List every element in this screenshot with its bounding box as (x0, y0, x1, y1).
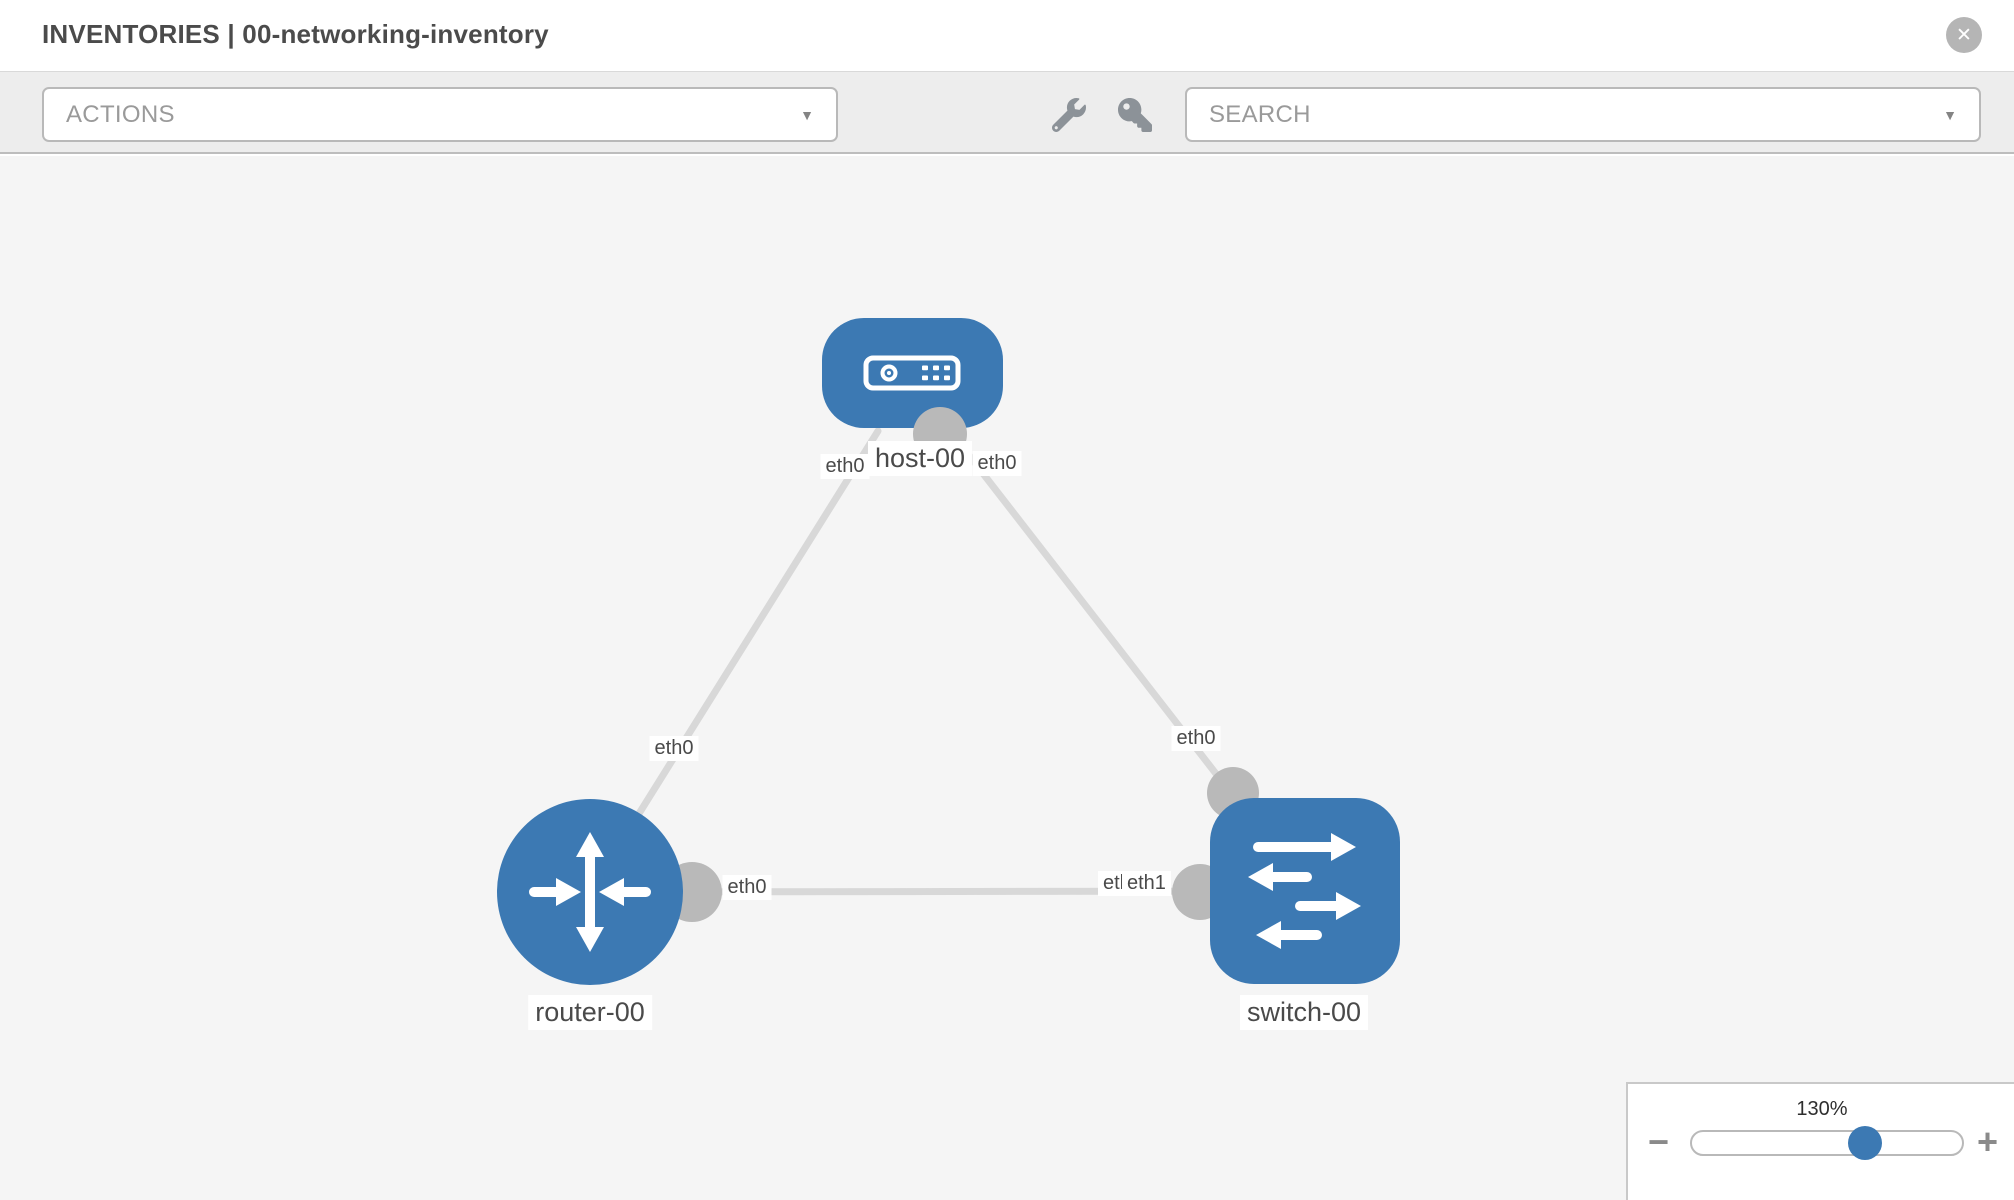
search-dropdown-label: SEARCH (1209, 100, 1311, 128)
chevron-down-icon: ▼ (1943, 106, 1957, 123)
topology-svg (497, 318, 1400, 985)
actions-dropdown[interactable]: ACTIONS ▼ (42, 87, 838, 142)
router-icon (529, 832, 651, 952)
zoom-panel: 130% − + (1626, 1082, 2014, 1200)
plus-icon: + (1977, 1121, 1999, 1162)
zoom-slider[interactable] (1690, 1126, 1964, 1160)
node-host[interactable] (822, 318, 1003, 428)
node-label: host-00 (867, 441, 973, 476)
close-icon: ✕ (1956, 24, 1972, 46)
zoom-out-button[interactable]: − (1648, 1124, 1669, 1160)
search-dropdown[interactable]: SEARCH ▼ (1185, 87, 1981, 142)
interface-label: eth0 (649, 736, 699, 761)
key-icon[interactable] (1118, 98, 1152, 132)
interface-label: eth0 (972, 451, 1022, 476)
minus-icon: − (1648, 1121, 1670, 1162)
node-switch[interactable] (1210, 798, 1400, 984)
page-title: INVENTORIES | 00-networking-inventory (42, 19, 549, 49)
actions-dropdown-label: ACTIONS (66, 100, 175, 128)
node-label: switch-00 (1239, 995, 1369, 1030)
node-label: router-00 (528, 995, 652, 1030)
interface-label: eth0 (1171, 726, 1221, 751)
interface-label: eth1 (1122, 871, 1171, 896)
chevron-down-icon: ▼ (800, 106, 814, 123)
zoom-level: 130% (1796, 1098, 1848, 1120)
host-icon (863, 355, 961, 391)
toolbar: ACTIONS ▼ SEARCH ▼ (0, 71, 2014, 154)
zoom-slider-handle[interactable] (1847, 1126, 1882, 1160)
switch-icon (1248, 833, 1361, 949)
interface-label: eth0 (722, 875, 772, 900)
interface-label: eth0 (820, 454, 870, 479)
link-host-switch[interactable] (946, 427, 1259, 828)
window-header: INVENTORIES | 00-networking-inventory ✕ (0, 0, 2014, 71)
node-router[interactable] (497, 799, 683, 985)
zoom-in-button[interactable]: + (1977, 1124, 1998, 1160)
close-button[interactable]: ✕ (1946, 17, 1982, 53)
topology-canvas[interactable] (0, 156, 2014, 1200)
wrench-icon[interactable] (1051, 98, 1086, 133)
